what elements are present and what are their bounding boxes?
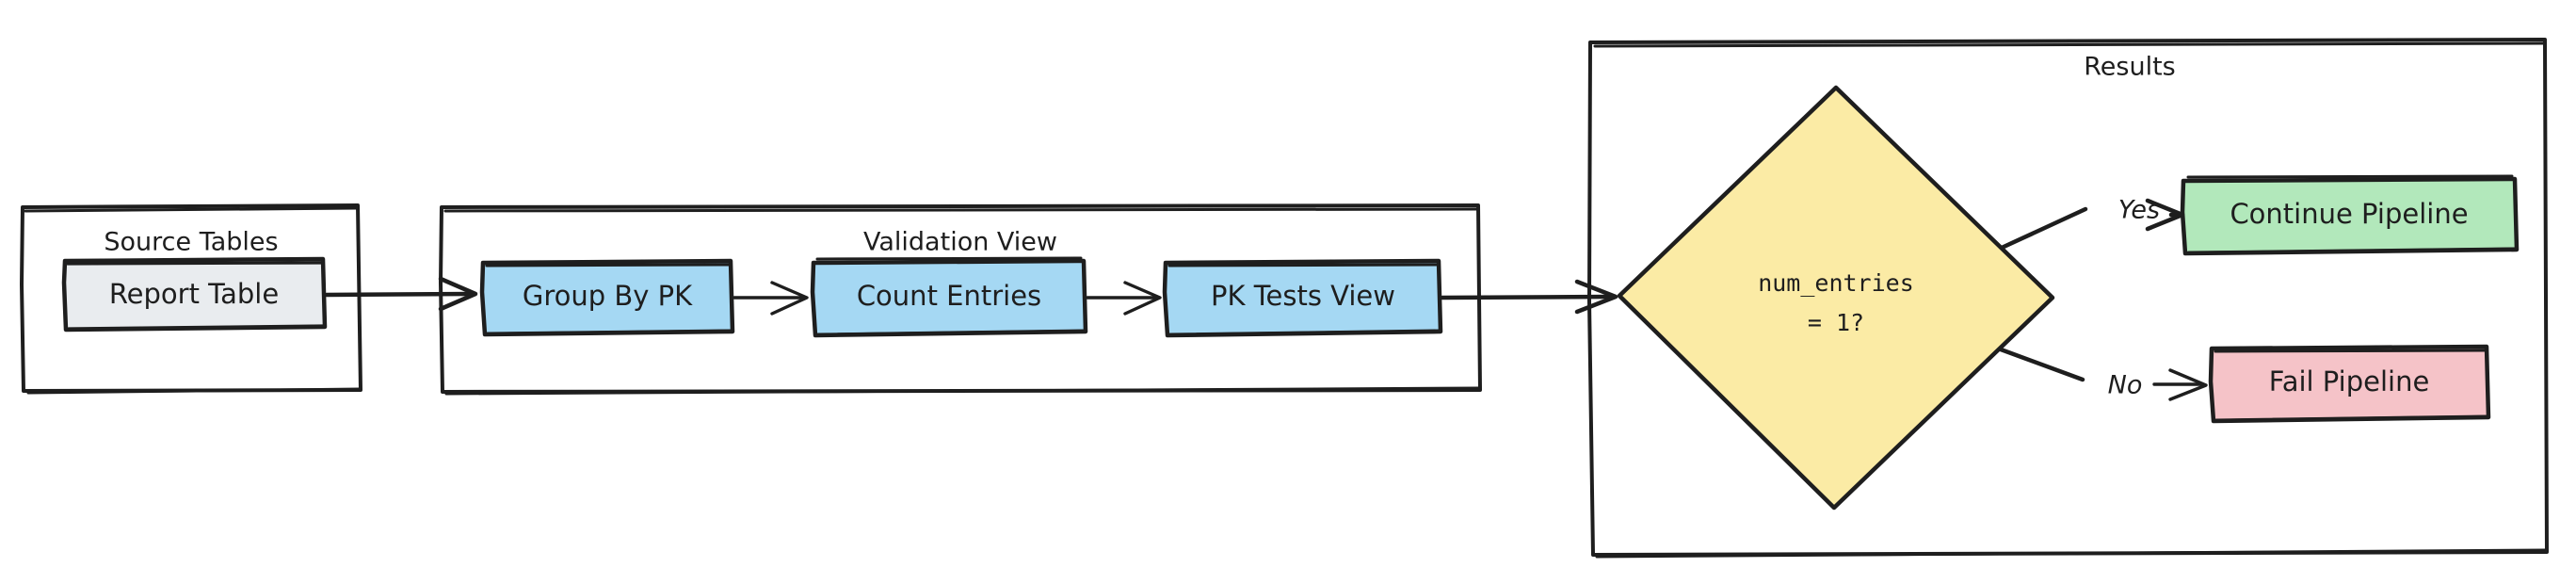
node-report-table[interactable]: Report Table [61, 256, 328, 333]
node-fail-pipeline-label: Fail Pipeline [2269, 365, 2430, 397]
node-group-by-pk-shape [479, 258, 735, 337]
node-count-entries-sketch [815, 256, 1087, 336]
edge-e2-arrowhead [770, 281, 809, 316]
edge-decision-to-fail-pipeline: No [1998, 347, 2208, 401]
node-pk-tests-view-sketch [1167, 263, 1441, 336]
node-continue-pipeline-shape [2180, 176, 2520, 256]
edge-e5-line [1999, 206, 2088, 251]
node-continue-pipeline[interactable]: Continue Pipeline [2180, 174, 2520, 256]
edge-e4-arrowhead [1574, 279, 1618, 315]
edge-e4-line [1440, 294, 1613, 300]
group-validation-view: Validation View Group By PK Count Entrie… [439, 203, 1482, 396]
edge-group-by-pk-to-count-entries [733, 281, 809, 316]
node-count-entries[interactable]: Count Entries [810, 256, 1088, 338]
edge-e5-label: Yes [2118, 196, 2160, 225]
group-source-tables-title: Source Tables [104, 228, 278, 257]
node-num-entries-decision[interactable]: num_entries = 1? [1617, 85, 2055, 511]
node-count-entries-label: Count Entries [857, 280, 1041, 312]
edge-e6-label: No [2108, 371, 2143, 400]
node-num-entries-decision-label-line1: num_entries [1758, 269, 1914, 297]
node-fail-pipeline-shape [2208, 344, 2491, 424]
node-group-by-pk[interactable]: Group By PK [479, 258, 735, 337]
node-pk-tests-view-shape [1162, 258, 1443, 338]
edge-e5-arrowhead [2145, 198, 2185, 232]
group-validation-view-border-overshoot [443, 207, 1481, 396]
edge-e1-line [324, 291, 474, 298]
node-num-entries-decision-label-line2: = 1? [1808, 309, 1864, 336]
edge-e6-line [1998, 347, 2085, 382]
group-results-title: Results [2084, 53, 2176, 82]
node-count-entries-shape [810, 258, 1088, 338]
edge-e6-arrowhead [2168, 368, 2208, 401]
node-report-table-label: Report Table [109, 278, 279, 310]
group-source-tables: Source Tables Report Table [20, 203, 362, 395]
node-report-table-sketch [66, 261, 326, 331]
node-report-table-shape [61, 256, 328, 333]
group-results: Results num_entries = 1? Continue Pipeli… [1587, 38, 2549, 559]
edge-count-entries-to-pk-tests-view [1086, 281, 1162, 316]
node-pk-tests-view-label: PK Tests View [1211, 280, 1395, 312]
edge-e3-arrowhead [1123, 281, 1162, 316]
node-fail-pipeline-sketch [2214, 349, 2489, 422]
group-validation-view-title: Validation View [863, 228, 1057, 257]
node-num-entries-decision-shape [1617, 85, 2055, 511]
node-continue-pipeline-label: Continue Pipeline [2230, 198, 2468, 230]
node-group-by-pk-sketch [485, 263, 733, 335]
node-pk-tests-view[interactable]: PK Tests View [1162, 258, 1443, 338]
node-continue-pipeline-sketch [2186, 174, 2518, 254]
group-results-border-overshoot [1593, 41, 2548, 559]
edge-report-table-to-group-by-pk [324, 276, 478, 312]
edge-e1-arrowhead [438, 276, 478, 312]
node-group-by-pk-label: Group By PK [523, 280, 693, 312]
edge-pk-tests-view-to-decision [1440, 279, 1618, 315]
node-fail-pipeline[interactable]: Fail Pipeline [2208, 344, 2491, 424]
edge-decision-to-continue-pipeline: Yes [1999, 196, 2185, 251]
group-source-tables-border-overshoot [24, 206, 362, 395]
